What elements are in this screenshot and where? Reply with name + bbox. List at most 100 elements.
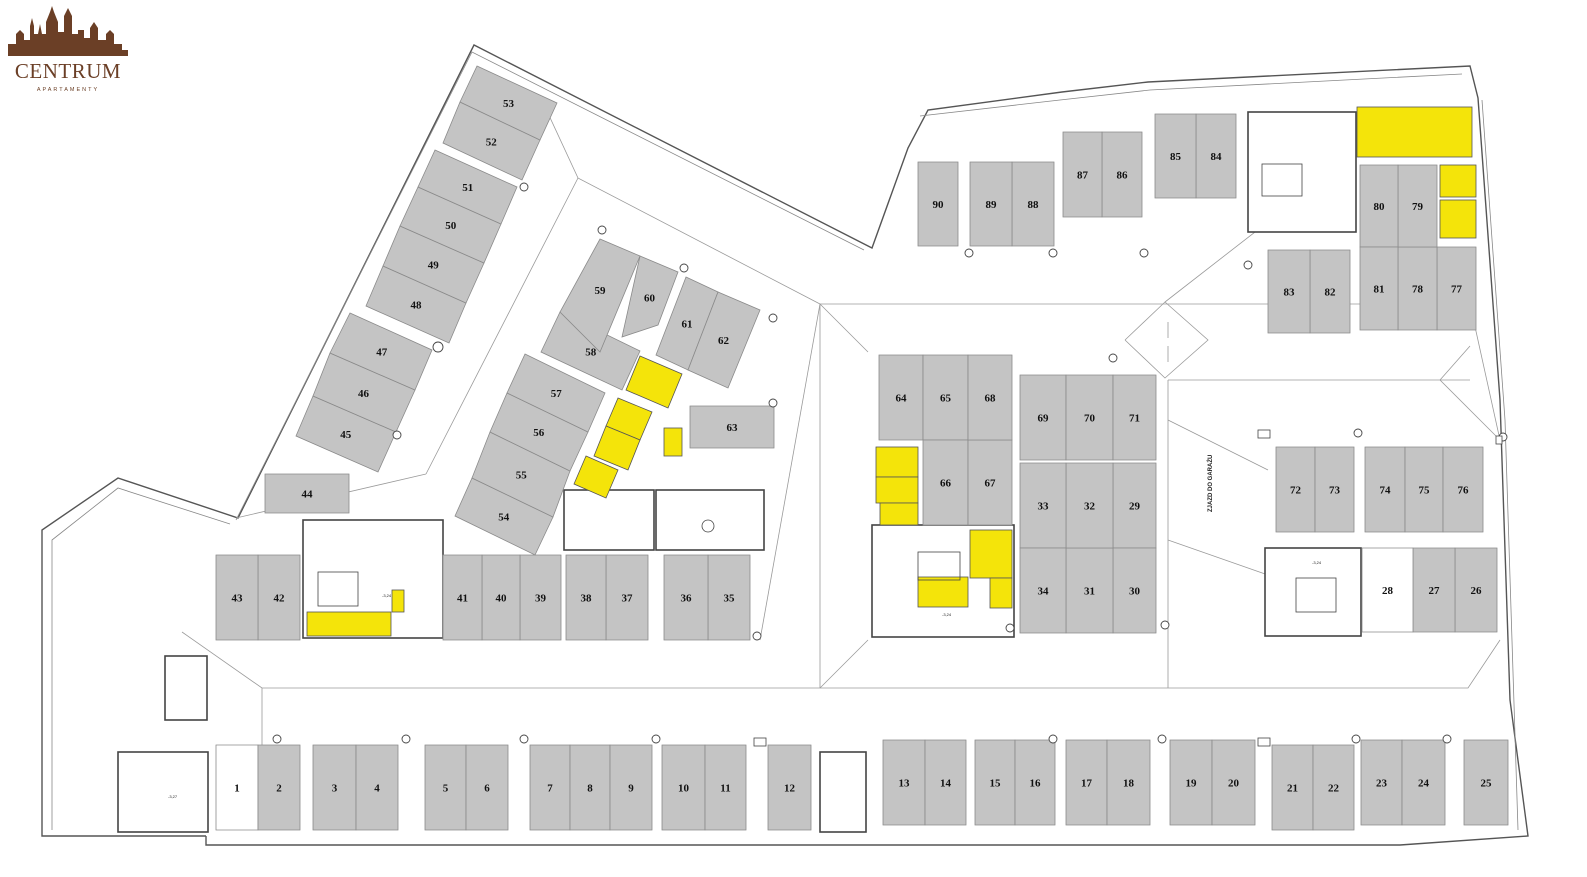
level-marker-a: -3,24 bbox=[382, 593, 392, 598]
parking-spot-label: 61 bbox=[682, 319, 693, 331]
parking-spot-label: 72 bbox=[1290, 485, 1302, 497]
parking-spot-label: 24 bbox=[1418, 778, 1430, 790]
parking-spot-label: 46 bbox=[358, 388, 370, 400]
parking-spot-label: 82 bbox=[1325, 287, 1337, 299]
parking-spot-label: 38 bbox=[581, 593, 593, 605]
parking-spot-12[interactable] bbox=[767, 744, 812, 831]
parking-spot-label: 6 bbox=[484, 783, 490, 795]
parking-spot-34[interactable] bbox=[1019, 547, 1067, 634]
parking-spot-label: 7 bbox=[547, 783, 553, 795]
parking-spot-label: 51 bbox=[462, 182, 473, 194]
parking-spot-43[interactable] bbox=[215, 554, 259, 641]
parking-spot-label: 85 bbox=[1170, 151, 1182, 163]
parking-spot-label: 22 bbox=[1328, 783, 1340, 795]
parking-spot-83[interactable] bbox=[1267, 249, 1311, 334]
stair-lift-details bbox=[317, 163, 1503, 747]
storage-cells bbox=[306, 106, 1477, 637]
parking-spot-label: 17 bbox=[1081, 778, 1093, 790]
parking-spot-label: 90 bbox=[933, 199, 945, 211]
parking-spot-label: 29 bbox=[1129, 501, 1141, 513]
parking-spot-44[interactable] bbox=[264, 473, 350, 514]
parking-spot-76[interactable] bbox=[1442, 446, 1484, 533]
parking-spot-label: 15 bbox=[990, 778, 1002, 790]
parking-spot-4[interactable] bbox=[355, 744, 399, 831]
parking-spot-62[interactable] bbox=[687, 291, 761, 389]
parking-spot-label: 36 bbox=[681, 593, 693, 605]
parking-spot-label: 9 bbox=[628, 783, 634, 795]
parking-spot-label: 33 bbox=[1038, 501, 1050, 513]
parking-spot-51[interactable] bbox=[417, 149, 518, 225]
parking-spot-57[interactable] bbox=[506, 353, 606, 433]
parking-spot-label: 47 bbox=[376, 347, 388, 359]
parking-spot-2[interactable] bbox=[257, 744, 301, 831]
parking-spot-36[interactable] bbox=[663, 554, 709, 641]
parking-spot-24[interactable] bbox=[1401, 739, 1446, 826]
parking-spot-label: 44 bbox=[302, 489, 314, 501]
parking-spot-label: 26 bbox=[1471, 585, 1483, 597]
parking-spot-label: 78 bbox=[1412, 284, 1424, 296]
parking-spot-68[interactable] bbox=[967, 354, 1013, 441]
parking-spot-label: 43 bbox=[232, 593, 244, 605]
parking-spot-71[interactable] bbox=[1112, 374, 1157, 461]
parking-spot-90[interactable] bbox=[917, 161, 959, 247]
parking-spot-label: 27 bbox=[1429, 585, 1441, 597]
parking-spot-89[interactable] bbox=[969, 161, 1013, 247]
parking-spot-59[interactable] bbox=[559, 238, 641, 353]
parking-spot-11[interactable] bbox=[704, 744, 747, 831]
parking-spot-label: 18 bbox=[1123, 778, 1135, 790]
city-skyline-icon bbox=[8, 6, 128, 56]
parking-spot-label: 65 bbox=[940, 393, 952, 405]
parking-spot-9[interactable] bbox=[609, 744, 653, 831]
parking-spot-85[interactable] bbox=[1154, 113, 1197, 199]
parking-spot-label: 1 bbox=[234, 783, 240, 795]
parking-spot-label: 23 bbox=[1376, 778, 1388, 790]
parking-spot-6[interactable] bbox=[465, 744, 509, 831]
parking-spot-14[interactable] bbox=[924, 739, 967, 826]
parking-spot-81[interactable] bbox=[1359, 246, 1399, 331]
parking-spot-label: 13 bbox=[899, 778, 911, 790]
parking-spot-label: 68 bbox=[985, 393, 997, 405]
parking-spot-label: 77 bbox=[1451, 284, 1463, 296]
parking-spot-label: 62 bbox=[718, 335, 730, 347]
parking-spot-label: 86 bbox=[1117, 170, 1129, 182]
parking-spot-63[interactable] bbox=[689, 405, 775, 449]
parking-spot-53[interactable] bbox=[459, 65, 558, 141]
parking-spot-label: 71 bbox=[1129, 413, 1140, 425]
parking-spot-label: 64 bbox=[896, 393, 908, 405]
parking-spot-25[interactable] bbox=[1463, 739, 1509, 826]
level-marker-b: -3,24 bbox=[942, 612, 952, 617]
parking-spot-87[interactable] bbox=[1062, 131, 1103, 218]
parking-spot-label: 83 bbox=[1284, 287, 1296, 299]
parking-spot-58[interactable] bbox=[540, 311, 641, 391]
annotations: ZJAZD DO GARAŻU -3,24 -3,24 -3,24 -3,27 bbox=[168, 455, 1322, 799]
parking-spot-28[interactable] bbox=[1361, 547, 1414, 633]
parking-spot-label: 57 bbox=[551, 388, 563, 400]
parking-spot-60[interactable] bbox=[621, 255, 679, 338]
parking-spot-label: 55 bbox=[516, 470, 528, 482]
parking-spot-22[interactable] bbox=[1312, 744, 1355, 831]
parking-spot-label: 5 bbox=[443, 783, 449, 795]
parking-spot-18[interactable] bbox=[1106, 739, 1151, 826]
parking-spot-label: 56 bbox=[533, 427, 545, 439]
parking-spot-label: 14 bbox=[940, 778, 952, 790]
parking-spot-41[interactable] bbox=[442, 554, 483, 641]
centrum-logo: CENTRUM APARTAMENTY bbox=[6, 4, 130, 100]
parking-spot-label: 70 bbox=[1084, 413, 1096, 425]
parking-spot-38[interactable] bbox=[565, 554, 607, 641]
parking-spot-16[interactable] bbox=[1014, 739, 1056, 826]
parking-spot-label: 21 bbox=[1287, 783, 1298, 795]
parking-spot-label: 3 bbox=[332, 783, 338, 795]
parking-spot-47[interactable] bbox=[329, 312, 433, 391]
parking-spot-73[interactable] bbox=[1314, 446, 1355, 533]
parking-spot-label: 66 bbox=[940, 478, 952, 490]
pillars bbox=[272, 182, 1508, 744]
parking-spot-label: 37 bbox=[622, 593, 634, 605]
parking-spot-label: 42 bbox=[274, 593, 286, 605]
parking-spot-label: 89 bbox=[986, 199, 998, 211]
parking-spot-label: 49 bbox=[428, 260, 440, 272]
parking-spot-label: 54 bbox=[498, 512, 510, 524]
parking-spot-label: 74 bbox=[1380, 485, 1392, 497]
parking-spot-20[interactable] bbox=[1211, 739, 1256, 826]
parking-spot-label: 52 bbox=[486, 136, 498, 148]
